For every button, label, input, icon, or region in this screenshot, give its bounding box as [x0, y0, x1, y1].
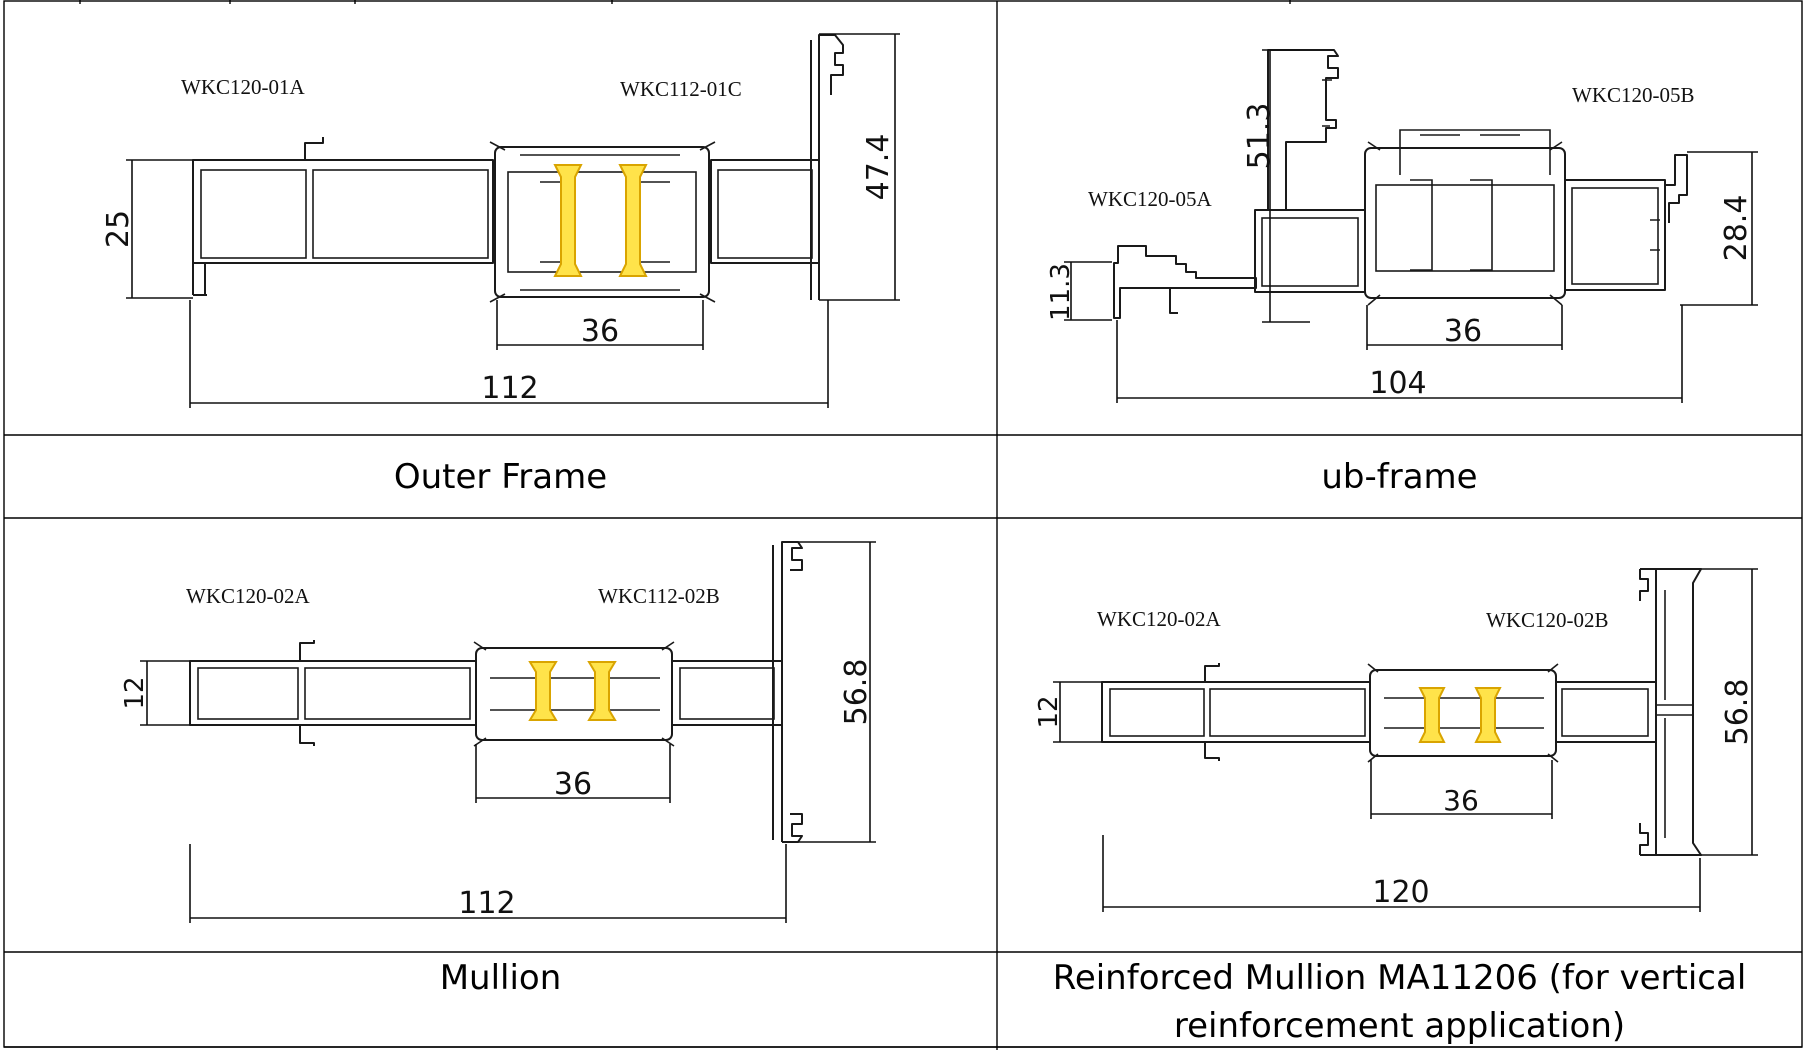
height-dimension-right: 56.8	[1720, 679, 1755, 746]
caption-mullion: Mullion	[439, 958, 562, 998]
right-profile-code: WKC120-05B	[1572, 83, 1695, 107]
height-dimension-middle: 51.3	[1242, 103, 1277, 170]
outer-frame-profile-drawing: WKC120-01A WKC112-01C 25 47.4 36 11	[101, 33, 900, 408]
core-width-dimension: 36	[554, 767, 592, 802]
right-profile-code: WKC112-02B	[598, 584, 720, 608]
height-dimension-left: 12	[1034, 695, 1064, 728]
reinforced-mullion-profile-drawing: WKC120-02A WKC120-02B 12 56.8 36 120	[1034, 568, 1758, 912]
sub-frame-profile-drawing: WKC120-05A WKC120-05B 11.3 51.3 28.4	[1046, 49, 1758, 403]
height-dimension-left: 25	[101, 210, 136, 248]
total-width-dimension: 112	[458, 886, 515, 921]
caption-outer-frame: Outer Frame	[393, 457, 608, 497]
core-width-dimension: 36	[1443, 784, 1479, 817]
caption-reinforced-mullion: Reinforced Mullion MA11206 (for vertical…	[1052, 958, 1747, 1046]
height-dimension-left: 12	[120, 676, 150, 709]
left-profile-code: WKC120-01A	[181, 75, 305, 99]
right-profile-code: WKC120-02B	[1486, 608, 1609, 632]
left-profile-code: WKC120-02A	[186, 584, 310, 608]
table-grid	[3, 0, 1803, 1050]
height-dimension-right: 47.4	[861, 134, 896, 201]
height-dimension-right: 28.4	[1719, 195, 1754, 262]
core-width-dimension: 36	[581, 314, 619, 349]
total-width-dimension: 112	[481, 371, 538, 406]
height-dimension-left: 11.3	[1046, 263, 1076, 321]
core-width-dimension: 36	[1444, 314, 1482, 349]
mullion-profile-drawing: WKC120-02A WKC112-02B 12 56.8 36 112	[120, 541, 876, 923]
total-width-dimension: 120	[1372, 875, 1429, 910]
left-profile-code: WKC120-05A	[1088, 187, 1212, 211]
height-dimension-right: 56.8	[839, 659, 874, 726]
total-width-dimension: 104	[1369, 366, 1426, 401]
left-profile-code: WKC120-02A	[1097, 607, 1221, 631]
right-profile-code: WKC112-01C	[620, 77, 742, 101]
caption-sub-frame: ub-frame	[1321, 457, 1478, 497]
